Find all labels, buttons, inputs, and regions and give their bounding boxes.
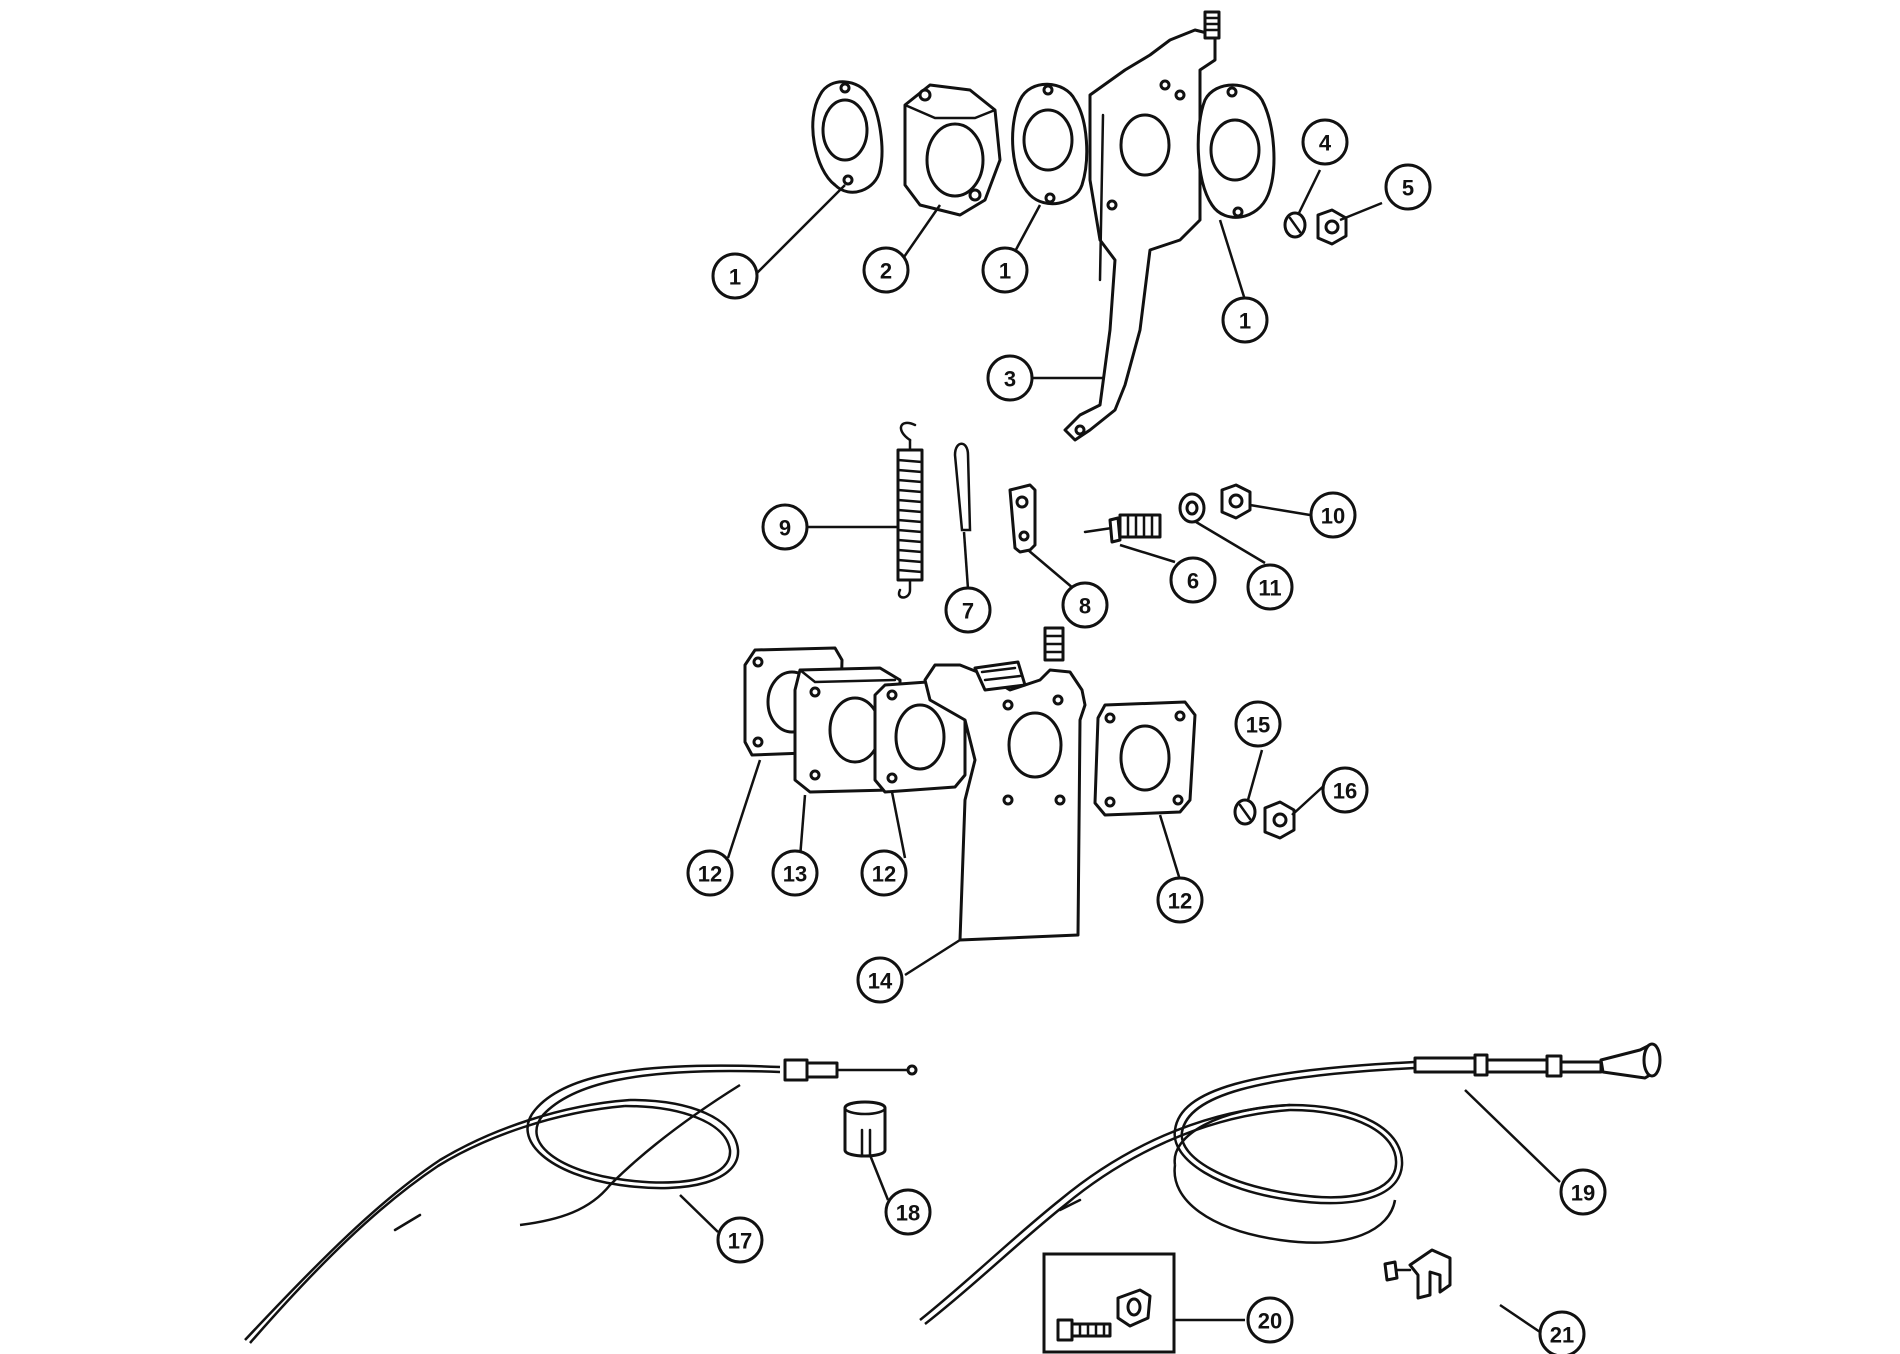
svg-text:1: 1 <box>999 259 1011 284</box>
gasket-part-1-center <box>1011 82 1089 206</box>
svg-text:6: 6 <box>1187 569 1199 594</box>
svg-text:16: 16 <box>1333 779 1357 804</box>
bracket-part-3 <box>1063 10 1221 442</box>
gasket-part-12-right <box>1093 700 1197 817</box>
callout-5: 5 <box>1384 163 1432 211</box>
callout-1: 1 <box>1221 296 1269 344</box>
callout-19: 19 <box>1559 1168 1607 1216</box>
callout-2: 2 <box>862 246 910 294</box>
washer-part-11 <box>1178 492 1206 524</box>
svg-text:1: 1 <box>1239 309 1251 334</box>
svg-text:15: 15 <box>1246 713 1270 738</box>
svg-text:12: 12 <box>698 862 722 887</box>
svg-text:19: 19 <box>1571 1181 1595 1206</box>
callout-14: 14 <box>856 956 904 1004</box>
choke-cable-part-19 <box>919 1042 1662 1325</box>
callout-8: 8 <box>1061 581 1109 629</box>
callout-12: 12 <box>1156 876 1204 924</box>
callout-6: 6 <box>1169 556 1217 604</box>
bracket-plate-part-14 <box>923 626 1087 942</box>
svg-text:2: 2 <box>880 259 892 284</box>
callout-17: 17 <box>716 1216 764 1264</box>
callout-16: 16 <box>1321 766 1369 814</box>
svg-text:13: 13 <box>783 862 807 887</box>
svg-text:1: 1 <box>729 265 741 290</box>
svg-text:7: 7 <box>962 599 974 624</box>
svg-text:12: 12 <box>872 862 896 887</box>
callout-15: 15 <box>1234 700 1282 748</box>
svg-text:17: 17 <box>728 1229 752 1254</box>
svg-text:4: 4 <box>1319 131 1332 156</box>
gasket-part-1-right <box>1196 83 1276 219</box>
callout-1: 1 <box>711 252 759 300</box>
nut-part-5 <box>1316 208 1348 246</box>
callout-11: 11 <box>1246 563 1294 611</box>
callout-7: 7 <box>944 586 992 634</box>
gasket-part-1-left <box>811 80 884 194</box>
callout-1: 1 <box>981 246 1029 294</box>
callout-13: 13 <box>771 849 819 897</box>
spring-part-9 <box>896 421 924 599</box>
callout-3: 3 <box>986 354 1034 402</box>
cable-clip-part-18 <box>843 1100 887 1158</box>
callout-10: 10 <box>1309 491 1357 539</box>
svg-text:10: 10 <box>1321 504 1345 529</box>
svg-text:11: 11 <box>1258 576 1281 601</box>
svg-text:12: 12 <box>1168 889 1192 914</box>
callout-21: 21 <box>1538 1310 1586 1354</box>
callout-12: 12 <box>686 849 734 897</box>
nut-part-10 <box>1220 483 1252 520</box>
callout-12: 12 <box>860 849 908 897</box>
svg-text:9: 9 <box>779 516 791 541</box>
svg-text:8: 8 <box>1079 594 1091 619</box>
link-plate-part-8 <box>1008 483 1037 554</box>
svg-text:18: 18 <box>896 1201 920 1226</box>
pivot-bolt-part-6 <box>1083 513 1162 544</box>
svg-text:5: 5 <box>1402 176 1414 201</box>
svg-text:20: 20 <box>1258 1309 1282 1334</box>
svg-text:3: 3 <box>1004 367 1016 392</box>
callout-18: 18 <box>884 1188 932 1236</box>
bolt-and-nut-kit-part-20 <box>1042 1252 1176 1354</box>
split-pin-part-7 <box>953 442 972 532</box>
lock-washer-part-15 <box>1233 798 1257 826</box>
lock-washer-part-4 <box>1283 211 1307 239</box>
cable-clamp-part-21 <box>1383 1248 1452 1300</box>
callout-20: 20 <box>1246 1296 1294 1344</box>
throttle-cable-part-17 <box>244 1058 918 1344</box>
callout-9: 9 <box>761 503 809 551</box>
spacer-block-part-2 <box>903 83 1002 217</box>
svg-text:14: 14 <box>868 969 893 994</box>
leader-lines <box>679 169 1561 1334</box>
callout-4: 4 <box>1301 118 1349 166</box>
nut-part-16 <box>1263 800 1296 840</box>
svg-text:21: 21 <box>1550 1323 1574 1348</box>
